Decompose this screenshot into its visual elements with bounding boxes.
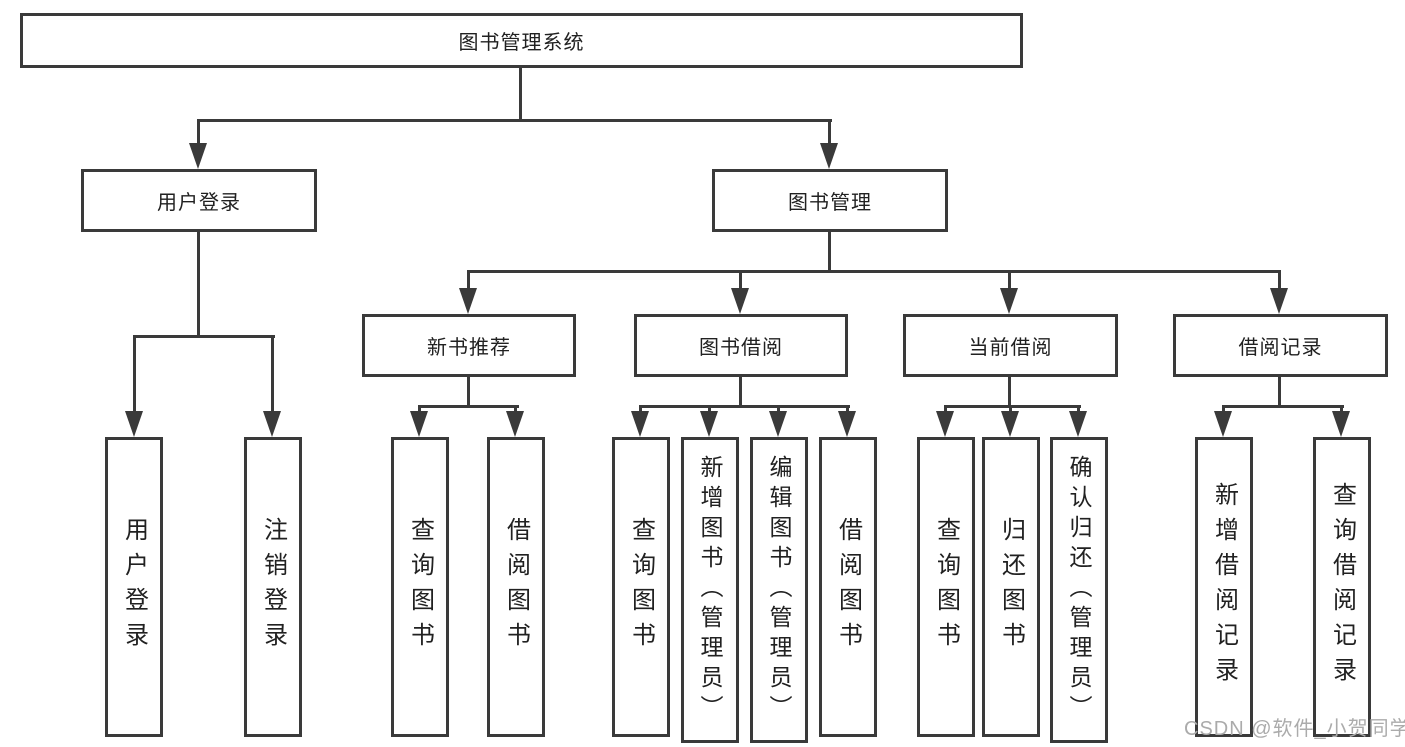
leaf-logout: 注销登录 (244, 437, 302, 737)
connector-line (1222, 405, 1225, 414)
leaf-cb-confirm-return-admin: 确认归还（管理员） (1050, 437, 1108, 743)
node-book-management: 图书管理 (712, 169, 948, 232)
connector-line (944, 405, 947, 414)
watermark: CSDN @软件_小贺同学 (1184, 718, 1405, 740)
leaf-cb-query-books: 查询图书 (917, 437, 975, 737)
leaf-br-query-record: 查询借阅记录 (1313, 437, 1371, 737)
arrow-down-icon (459, 288, 477, 314)
connector-line (944, 405, 1081, 408)
connector-line (467, 270, 470, 290)
arrow-down-icon (1332, 411, 1350, 437)
arrow-down-icon (700, 411, 718, 437)
connector-line (828, 232, 831, 270)
arrow-down-icon (506, 411, 524, 437)
connector-line (514, 405, 517, 414)
arrow-down-icon (820, 143, 838, 169)
connector-line (639, 405, 642, 414)
arrow-down-icon (769, 411, 787, 437)
leaf-bb-add-books-admin: 新增图书（管理员） (681, 437, 739, 743)
connector-line (418, 405, 519, 408)
leaf-bb-query-books: 查询图书 (612, 437, 670, 737)
leaf-br-add-record: 新增借阅记录 (1195, 437, 1253, 737)
arrow-down-icon (1000, 288, 1018, 314)
node-current-borrowing: 当前借阅 (903, 314, 1118, 377)
connector-line (133, 335, 136, 414)
connector-line (271, 335, 274, 414)
node-new-book-recommend: 新书推荐 (362, 314, 576, 377)
connector-line (418, 405, 421, 414)
connector-line (197, 232, 200, 335)
connector-line (1278, 377, 1281, 405)
node-borrow-records: 借阅记录 (1173, 314, 1388, 377)
arrow-down-icon (410, 411, 428, 437)
connector-line (467, 270, 1281, 273)
arrow-down-icon (631, 411, 649, 437)
connector-line (739, 270, 742, 290)
connector-line (1077, 405, 1080, 414)
arrow-down-icon (1270, 288, 1288, 314)
leaf-cb-return-books: 归还图书 (982, 437, 1040, 737)
connector-line (467, 377, 470, 405)
arrow-down-icon (1214, 411, 1232, 437)
connector-line (708, 405, 711, 414)
arrow-down-icon (838, 411, 856, 437)
connector-line (1222, 405, 1344, 408)
arrow-down-icon (936, 411, 954, 437)
arrow-down-icon (1001, 411, 1019, 437)
connector-line (1009, 405, 1012, 414)
leaf-nbr-borrow-books: 借阅图书 (487, 437, 545, 737)
connector-line (777, 405, 780, 414)
arrow-down-icon (731, 288, 749, 314)
connector-line (1008, 377, 1011, 405)
arrow-down-icon (1069, 411, 1087, 437)
node-library-management-system: 图书管理系统 (20, 13, 1023, 68)
arrow-down-icon (125, 411, 143, 437)
leaf-nbr-query-books: 查询图书 (391, 437, 449, 737)
leaf-user-login: 用户登录 (105, 437, 163, 737)
connector-line (133, 335, 275, 338)
connector-line (197, 119, 200, 146)
connector-line (739, 377, 742, 405)
connector-line (519, 68, 522, 120)
node-book-borrowing: 图书借阅 (634, 314, 848, 377)
node-user-login: 用户登录 (81, 169, 317, 232)
connector-line (1340, 405, 1343, 414)
arrow-down-icon (189, 143, 207, 169)
connector-line (197, 119, 832, 122)
leaf-bb-edit-books-admin: 编辑图书（管理员） (750, 437, 808, 743)
connector-line (1278, 270, 1281, 290)
connector-line (639, 405, 850, 408)
arrow-down-icon (263, 411, 281, 437)
connector-line (846, 405, 849, 414)
connector-line (1008, 270, 1011, 290)
leaf-bb-borrow-books: 借阅图书 (819, 437, 877, 737)
connector-line (828, 119, 831, 146)
